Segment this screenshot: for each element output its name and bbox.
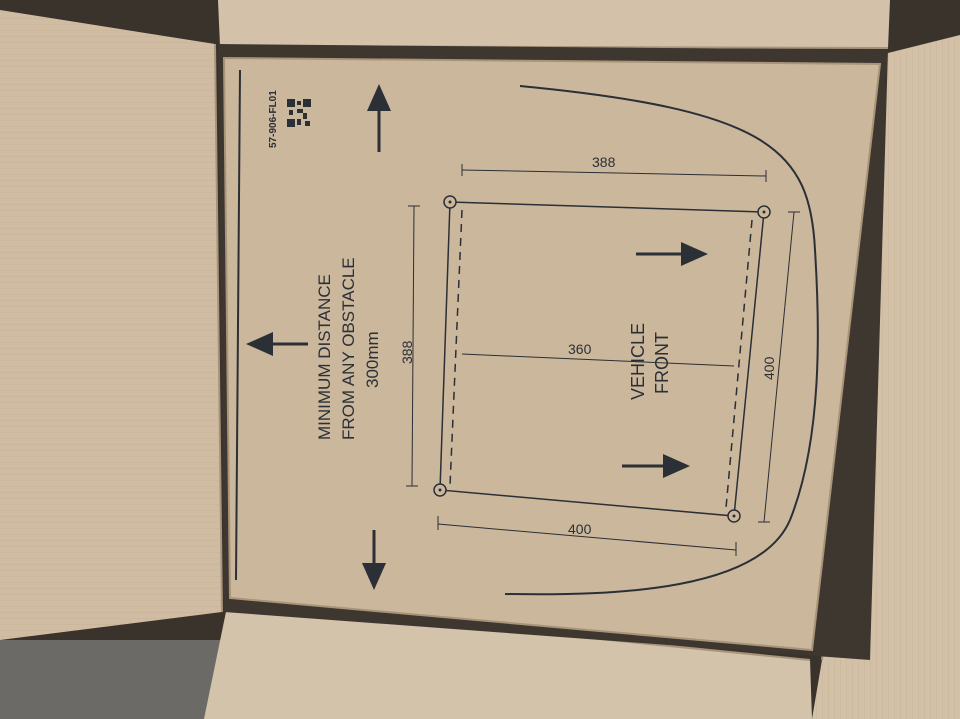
warning-line-3: 300mm xyxy=(363,331,382,388)
warning-line-1: MINIMUM DISTANCE xyxy=(315,274,334,440)
footprint-outline xyxy=(235,69,819,596)
box-top-flap xyxy=(218,0,890,48)
part-code: 57-906-FL01 xyxy=(268,90,279,148)
dimension-top: 388 xyxy=(592,154,616,170)
vehicle-line-2: FRONT xyxy=(652,332,672,394)
floor-left xyxy=(0,640,240,719)
dimension-left: 388 xyxy=(399,340,415,364)
vehicle-line-1: VEHICLE xyxy=(628,323,648,400)
box-bottom-flap xyxy=(204,602,812,719)
qr-code xyxy=(286,98,312,128)
warning-line-2: FROM ANY OBSTACLE xyxy=(339,257,358,440)
mounting-template-board xyxy=(222,56,882,652)
dimension-middle: 360 xyxy=(568,341,592,357)
dimension-bottom: 400 xyxy=(568,521,592,537)
box-left-flap xyxy=(0,10,222,640)
dimension-right: 400 xyxy=(761,356,777,380)
vehicle-front-label: VEHICLE FRONT xyxy=(628,323,672,400)
obstacle-warning: MINIMUM DISTANCE FROM ANY OBSTACLE 300mm xyxy=(315,257,382,440)
bolt-holes xyxy=(433,195,771,523)
